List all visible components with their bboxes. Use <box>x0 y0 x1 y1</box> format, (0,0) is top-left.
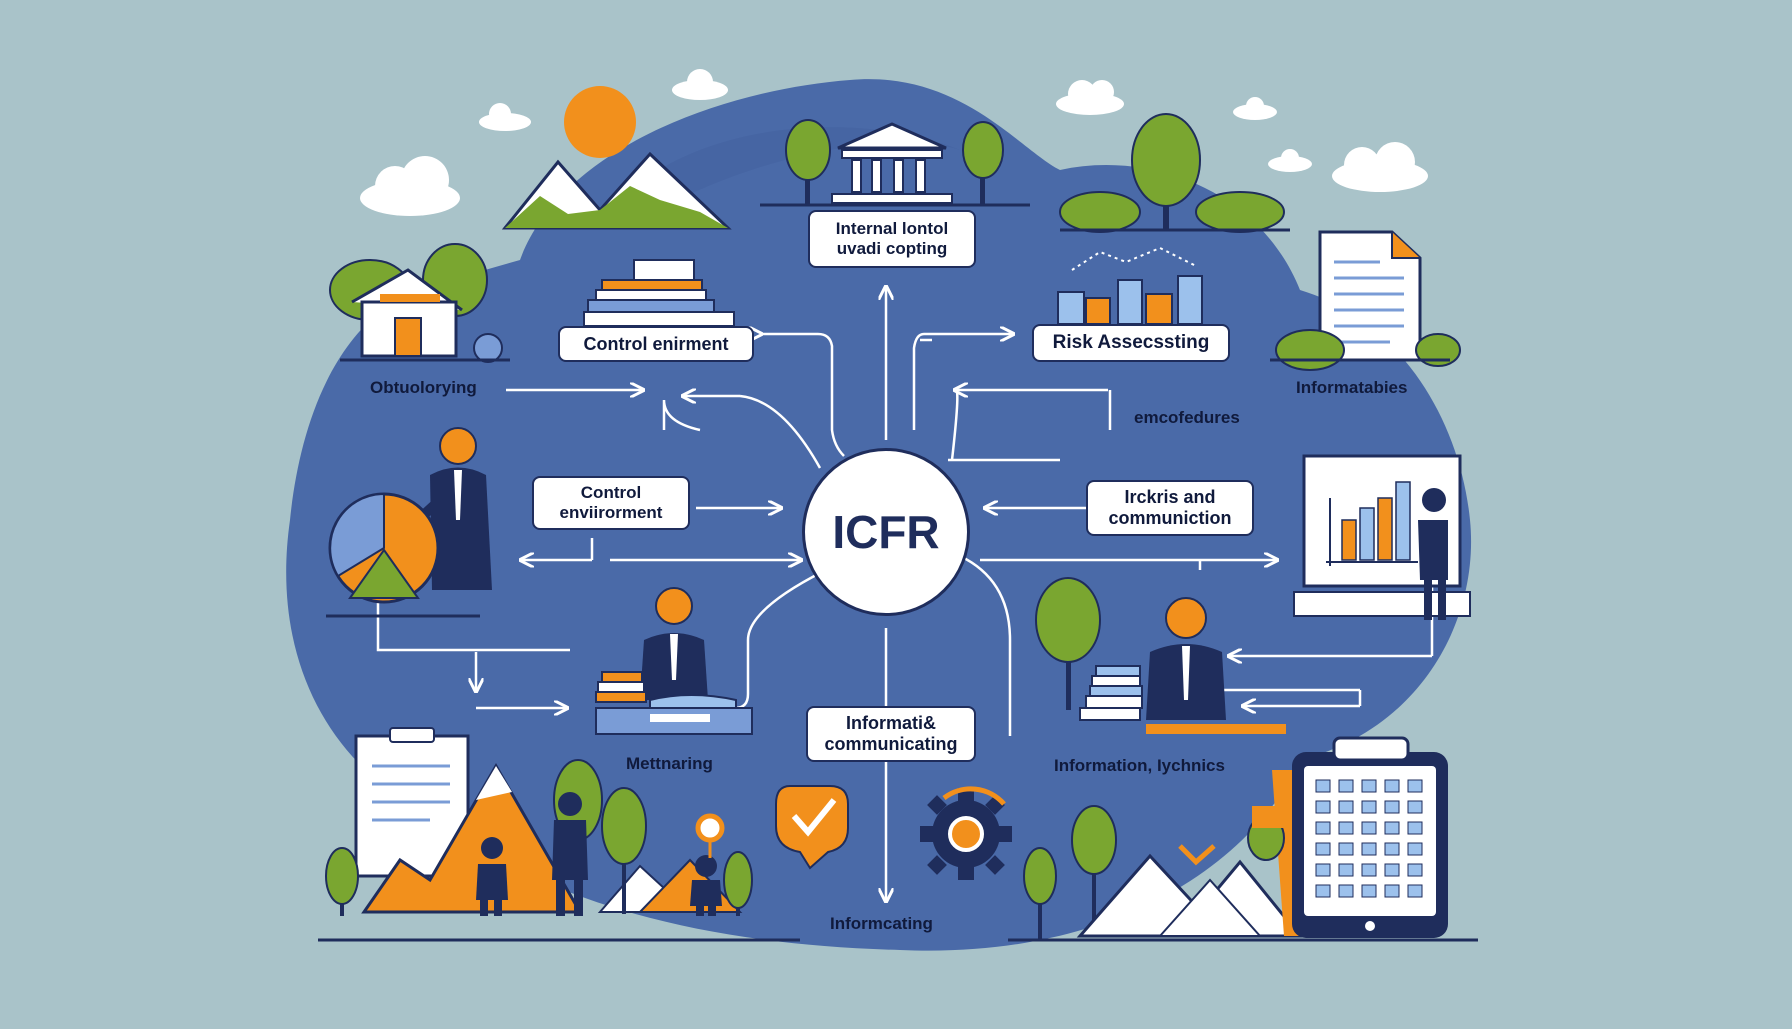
cloud-icon <box>1056 80 1124 115</box>
tree-icon <box>601 787 647 914</box>
calculator-key <box>1338 884 1354 898</box>
tree-icon <box>962 121 1004 205</box>
sun-icon <box>564 86 636 158</box>
tablet-calculator-icon <box>1247 736 1448 938</box>
box-risks-communication: Irckris and communiction <box>1086 480 1254 536</box>
box-information-communicating-line2: communicating <box>824 734 958 754</box>
calculator-key <box>1338 779 1354 793</box>
box-risk-assessing-label: Risk Assecssting <box>1052 332 1210 354</box>
box-internal-control-line1: Internal lontol <box>835 219 949 239</box>
cloud-icon <box>360 156 460 216</box>
box-information-communicating-line1: Informati& <box>846 713 936 734</box>
calculator-key <box>1407 800 1423 814</box>
pie-chart-icon <box>326 492 480 618</box>
person-icon <box>1079 597 1286 734</box>
calculator-key <box>1384 863 1400 877</box>
caption-far-left: Obtuolorying <box>370 378 477 397</box>
tree-icon <box>1035 577 1101 710</box>
box-internal-control-line2: uvadi copting <box>836 239 948 258</box>
checkmark-badge-icon <box>775 785 849 870</box>
calculator-key <box>1315 821 1331 835</box>
calculator-key <box>1384 779 1400 793</box>
calculator-key <box>1384 842 1400 856</box>
caption-lower-left: Mettnaring <box>626 754 713 773</box>
tree-icon <box>1071 805 1117 920</box>
calculator-key <box>1315 779 1331 793</box>
tree-icon <box>723 851 753 916</box>
person-icon <box>476 792 722 916</box>
cloud-icon <box>672 69 728 100</box>
person-icon <box>595 587 753 735</box>
calculator-key <box>1361 863 1377 877</box>
caption-lower-right: Information, Iychnics <box>1054 756 1225 775</box>
book-stack-icon <box>583 259 735 327</box>
mountain-icon <box>501 151 732 230</box>
calculator-key <box>1315 800 1331 814</box>
chevron-down-icon <box>1178 844 1216 866</box>
calculator-key <box>1338 821 1354 835</box>
box-information-communicating: Informati& communicating <box>806 706 976 762</box>
calculator-key <box>1338 842 1354 856</box>
calculator-key <box>1338 800 1354 814</box>
calculator-key <box>1361 842 1377 856</box>
calculator-key <box>1361 821 1377 835</box>
center-node-label: ICFR <box>832 506 940 558</box>
presentation-board-icon <box>1293 454 1471 620</box>
calculator-key <box>1384 884 1400 898</box>
center-node-icfr: ICFR <box>802 448 970 616</box>
calculator-key <box>1315 884 1331 898</box>
calculator-key <box>1361 884 1377 898</box>
box-control-environment-middle-line2: enviirorment <box>559 503 663 522</box>
calculator-key <box>1407 842 1423 856</box>
box-risk-assessing: Risk Assecssting <box>1032 324 1230 362</box>
cloud-icon <box>1332 142 1428 192</box>
tree-icon <box>1023 847 1057 940</box>
box-risks-communication-line1: Irckris and <box>1124 487 1216 508</box>
box-control-environment-middle-line1: Control <box>580 483 642 503</box>
tree-icon <box>1059 113 1290 233</box>
calculator-key <box>1315 842 1331 856</box>
caption-far-right: Informatabies <box>1296 378 1408 397</box>
box-control-environment-upper-label: Control enirment <box>583 333 729 354</box>
calculator-key <box>1361 779 1377 793</box>
box-control-environment-middle: Control enviirorment <box>532 476 690 530</box>
box-internal-control: Internal lontol uvadi copting <box>808 210 976 268</box>
connector-arrows <box>376 288 1434 900</box>
calculator-key <box>1315 863 1331 877</box>
person-icon <box>414 427 492 590</box>
caption-bottom: Informcating <box>830 914 933 933</box>
calculator-key <box>1384 821 1400 835</box>
gear-icon <box>920 786 1012 880</box>
house-icon <box>329 243 510 363</box>
tree-icon <box>785 119 831 205</box>
calculator-key <box>1407 821 1423 835</box>
tree-icon <box>325 847 359 916</box>
box-risks-communication-line2: communiction <box>1108 508 1232 528</box>
document-icon <box>1270 230 1461 371</box>
cloud-icon <box>1233 97 1277 120</box>
cloud-icon <box>479 103 531 131</box>
calculator-key <box>1384 800 1400 814</box>
location-pin-icon <box>695 813 725 858</box>
mountain-icon <box>1076 853 1304 938</box>
caption-right-sub: emcofedures <box>1134 408 1240 427</box>
calculator-key <box>1361 800 1377 814</box>
calculator-key <box>1407 884 1423 898</box>
calculator-key <box>1407 863 1423 877</box>
cloud-icon <box>1268 149 1312 172</box>
calculator-key <box>1338 863 1354 877</box>
box-control-environment-upper: Control enirment <box>558 326 754 362</box>
calculator-key <box>1407 779 1423 793</box>
bank-building-icon <box>831 122 953 204</box>
sky-clouds <box>360 69 1428 216</box>
